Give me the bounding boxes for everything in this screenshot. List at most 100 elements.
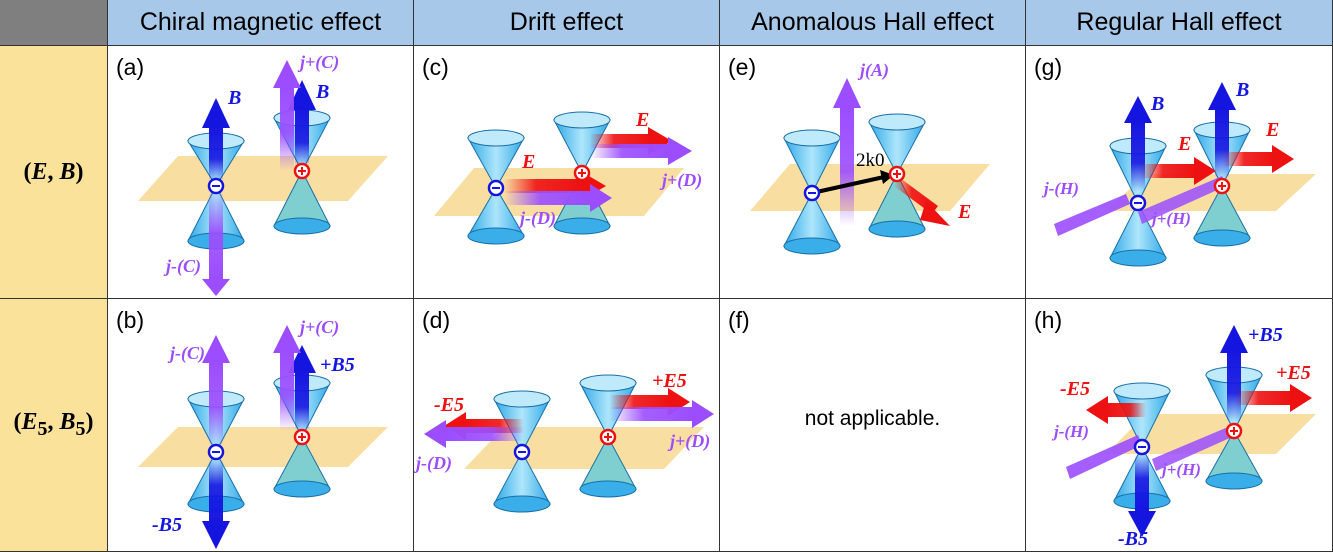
fermi-plane xyxy=(750,164,990,211)
e5-arrow-right xyxy=(610,395,670,409)
jminus-arrow xyxy=(1066,435,1142,479)
jminus-label: j-(C) xyxy=(167,343,205,364)
row-label-e5-b5: (E5, B5) xyxy=(0,299,108,552)
jplus-label: j+(D) xyxy=(659,170,702,191)
field-e-right-label: +E5 xyxy=(1276,362,1311,384)
field-e-label-right: E xyxy=(1265,119,1279,141)
b-arrow-right xyxy=(1215,108,1229,178)
column-header-drift: Drift effect xyxy=(414,0,720,46)
field-b-top-label: +B5 xyxy=(1248,324,1283,346)
weyl-cone-left xyxy=(783,129,841,255)
weyl-cone-left xyxy=(467,129,525,245)
row-label-e-b: (E, B) xyxy=(0,46,108,299)
jminus-label: j-(D) xyxy=(517,208,556,229)
panel-d: -E5 +E5 j+(D) j-(D) (d) xyxy=(414,299,720,552)
field-label-left: -E5 xyxy=(434,394,464,416)
e5-arrow-left xyxy=(1106,403,1146,417)
panel-tag: (h) xyxy=(1034,307,1063,333)
jplus-arrow xyxy=(1152,427,1232,471)
jminus-arrow xyxy=(1054,194,1130,236)
panel-g-diagram: B B E E j-(H) j+(H) xyxy=(1041,79,1316,267)
field-label-left: -B5 xyxy=(152,514,182,536)
e-arrow-left xyxy=(1141,164,1196,178)
column-header-chiral: Chiral magnetic effect xyxy=(108,0,414,46)
column-header-regular-hall: Regular Hall effect xyxy=(1026,0,1333,46)
column-header-anomalous-hall: Anomalous Hall effect xyxy=(720,0,1026,46)
corner-cell xyxy=(0,0,108,46)
jplus-arrow xyxy=(280,351,294,431)
panel-h-diagram: +B5 -B5 -E5 +E5 j-(H) j+(H) xyxy=(1051,324,1316,550)
field-b-bottom-label: -B5 xyxy=(1118,528,1148,550)
row-label-text: (E5, B5) xyxy=(13,409,94,440)
field-b-label-right: B xyxy=(1235,79,1249,101)
jplus-label: j+(C) xyxy=(297,317,339,338)
jplus-arrow xyxy=(1138,176,1226,224)
e5-arrow-right xyxy=(1236,391,1292,405)
jminus-label: j-(D) xyxy=(414,453,452,474)
jplus-label: j+(H) xyxy=(1149,209,1191,228)
jminus-label: j-(H) xyxy=(1051,422,1089,441)
janom-label: j(A) xyxy=(857,60,889,81)
field-label-right: E xyxy=(635,109,649,131)
panel-tag: (a) xyxy=(116,54,145,80)
field-b-label-left: B xyxy=(1150,93,1164,115)
jminus-arrow xyxy=(209,191,223,281)
weyl-cone-right xyxy=(868,113,926,238)
panel-tag: (d) xyxy=(422,307,451,333)
b5-arrow-right xyxy=(295,371,309,431)
e-arrow-left xyxy=(504,179,584,193)
field-label-right: B xyxy=(315,81,329,103)
panel-f: (f) not applicable. xyxy=(720,299,1026,552)
k0-arrow xyxy=(811,175,885,195)
jplus-arrow xyxy=(610,407,694,421)
field-e-label-left: E xyxy=(1177,133,1191,155)
field-label-right: +B5 xyxy=(320,354,355,376)
b-arrow-right xyxy=(295,108,309,166)
fermi-plane xyxy=(138,156,388,201)
panel-tag: (f) xyxy=(728,307,750,333)
panel-c-diagram: E E j+(D) j-(D) xyxy=(434,109,702,245)
panel-b: -B5 +B5 j+(C) j-(C) (b) xyxy=(108,299,414,552)
panel-tag: (b) xyxy=(116,307,145,333)
panel-g: B B E E j-(H) j+(H) (g) xyxy=(1026,46,1333,299)
b5-arrow-left xyxy=(209,459,223,524)
field-label: E xyxy=(957,201,971,223)
field-label-left: B xyxy=(227,87,241,109)
panel-b-diagram: -B5 +B5 j+(C) j-(C) xyxy=(138,317,388,549)
janom-arrow xyxy=(840,106,854,226)
jminus-label: j-(C) xyxy=(163,256,201,277)
jplus-label: j+(H) xyxy=(1159,460,1201,479)
b5-arrow-right xyxy=(1227,351,1241,421)
panel-h: +B5 -B5 -E5 +E5 j-(H) j+(H) (h) xyxy=(1026,299,1333,552)
jplus-arrow xyxy=(280,86,294,171)
fermi-plane xyxy=(1106,414,1316,454)
fermi-plane xyxy=(138,427,388,467)
jplus-label: j+(C) xyxy=(297,52,339,73)
b-arrow-left xyxy=(1131,121,1145,191)
panel-d-diagram: -E5 +E5 j+(D) j-(D) xyxy=(414,370,714,513)
field-label-right: +E5 xyxy=(652,370,687,392)
panel-e: j(A) 2k0 E (e) xyxy=(720,46,1026,299)
jminus-arrow xyxy=(209,361,223,446)
panel-e-diagram: j(A) 2k0 E xyxy=(750,60,990,255)
weyl-cone-right xyxy=(1205,366,1263,490)
b5-arrow-left xyxy=(1135,454,1149,514)
jplus-label: j+(D) xyxy=(667,431,710,452)
field-label-left: E xyxy=(521,151,535,173)
panel-a: B B j+(C) j-(C) (a) xyxy=(108,46,414,299)
panel-tag: (g) xyxy=(1034,54,1063,80)
jplus-arrow xyxy=(590,144,670,158)
e-arrow-right xyxy=(1224,152,1274,166)
not-applicable-text: not applicable. xyxy=(804,407,941,430)
panel-a-diagram: B B j+(C) j-(C) xyxy=(138,52,388,296)
panel-tag: (c) xyxy=(422,54,449,80)
row-label-text: (E, B) xyxy=(23,158,84,185)
jminus-arrow xyxy=(504,191,594,205)
jminus-arrow xyxy=(444,427,524,441)
k0-label: 2k0 xyxy=(856,150,885,171)
panel-c: E E j+(D) j-(D) (c) xyxy=(414,46,720,299)
panel-tag: (e) xyxy=(728,54,757,80)
b-arrow-left xyxy=(209,126,223,181)
field-e-left-label: -E5 xyxy=(1060,378,1090,400)
